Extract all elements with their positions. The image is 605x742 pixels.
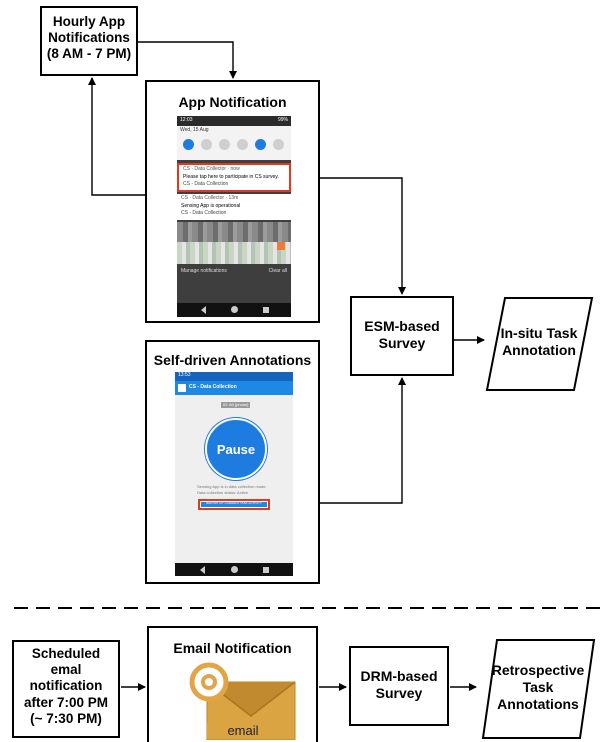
arrow-notif-to-esm (292, 177, 406, 295)
quick-settings-panel: Wed, 15 Aug (177, 126, 291, 160)
email-notification-title: Email Notification (173, 640, 292, 656)
esm-survey-label: ESM-based Survey (364, 318, 440, 351)
arrow-hourly-to-app (138, 41, 237, 79)
email-label: email (207, 723, 279, 738)
notification-sensing-text: Sensing App is operational (181, 203, 241, 209)
drm-survey-label: DRM-based Survey (360, 668, 438, 701)
nav-bar-2 (175, 563, 293, 576)
phone-notification-screenshot: 12:03 99% Wed, 15 Aug CS · Data Collecto… (177, 116, 291, 317)
status-line-2: Data collection status: Active (197, 490, 248, 495)
status-line-1: Sensing App is in data collection mode. (197, 484, 267, 489)
status-bar-2: 13:53 (175, 372, 293, 381)
hourly-notifications-box: Hourly App Notifications (8 AM - 7 PM) (40, 6, 138, 76)
blurred-notification-green (177, 242, 291, 264)
status-battery: 99% (277, 117, 288, 123)
nav-bar (177, 303, 291, 317)
phone-app-screenshot: 13:53 CS - Data Collection ID: A0 [phone… (175, 372, 293, 576)
notification-sensing[interactable]: CS · Data Collector · 13m Sensing App is… (177, 194, 291, 220)
status-bar: 12:03 99% (177, 116, 291, 126)
notification-survey-sub: CS - Data Collection (183, 181, 229, 187)
app-logo-icon (178, 384, 186, 392)
home-icon[interactable] (231, 306, 238, 313)
insitu-annotation-label: In-situ Task Annotation (500, 325, 578, 358)
back-icon[interactable] (201, 306, 206, 314)
retro-shape (481, 639, 596, 739)
scheduled-email-box: Scheduled emal notification after 7:00 P… (12, 640, 120, 738)
drm-survey-box: DRM-based Survey (349, 646, 449, 726)
dnd-toggle-icon[interactable] (255, 139, 266, 150)
status-time: 12:03 (180, 117, 193, 123)
self-driven-annotations-box: Self-driven Annotations 13:53 CS - Data … (145, 340, 320, 584)
rotate-toggle-icon[interactable] (219, 139, 230, 150)
email-notification-box: Email Notification email (147, 626, 318, 742)
app-bar: CS - Data Collection (175, 381, 293, 395)
app-notification-title: App Notification (178, 94, 287, 110)
self-driven-title: Self-driven Annotations (153, 352, 312, 368)
pause-button-label: Pause (216, 441, 256, 457)
back-icon-2[interactable] (200, 566, 205, 574)
home-icon-2[interactable] (231, 566, 238, 573)
recents-icon[interactable] (263, 307, 269, 313)
notification-sensing-sub: CS - Data Collection (181, 210, 227, 216)
manage-notifications-link[interactable]: Manage notifications (181, 268, 227, 274)
scheduled-email-label: Scheduled emal notification after 7:00 P… (23, 646, 109, 726)
hourly-notifications-label: Hourly App Notifications (8 AM - 7 PM) (46, 14, 132, 62)
recents-icon-2[interactable] (263, 567, 269, 573)
notification-survey[interactable]: CS · Data Collector · now Please tap her… (177, 163, 291, 192)
notification-survey-app: CS · Data Collector · now (183, 166, 240, 172)
notification-survey-text: Please tap here to participate in CS sur… (183, 174, 279, 180)
date-label: Wed, 15 Aug (180, 127, 209, 133)
app-bar-title: CS - Data Collection (189, 384, 237, 390)
clear-all-button[interactable]: Clear all (268, 268, 287, 274)
wifi-toggle-icon[interactable] (183, 139, 194, 150)
airplane-toggle-icon[interactable] (273, 139, 284, 150)
dismiss-icon[interactable] (277, 242, 285, 250)
bluetooth-toggle-icon[interactable] (201, 139, 212, 150)
report-activity-button[interactable]: REPORT MY CURRENT TASK ACTIVITY (198, 499, 270, 510)
status-time-2: 13:53 (178, 372, 191, 378)
esm-survey-box: ESM-based Survey (350, 296, 454, 376)
notification-sensing-app: CS · Data Collector · 13m (181, 195, 239, 201)
battery-saver-toggle-icon[interactable] (237, 139, 248, 150)
app-notification-box: App Notification 12:03 99% Wed, 15 Aug C… (145, 80, 320, 323)
report-activity-label: REPORT MY CURRENT TASK ACTIVITY (201, 501, 267, 507)
insitu-shape (485, 297, 594, 391)
retrospective-annotation-label: Retrospective Task Annotations (491, 662, 585, 712)
pause-button[interactable]: Pause (205, 418, 267, 480)
participant-badge: ID: A0 [phone] (221, 402, 251, 409)
